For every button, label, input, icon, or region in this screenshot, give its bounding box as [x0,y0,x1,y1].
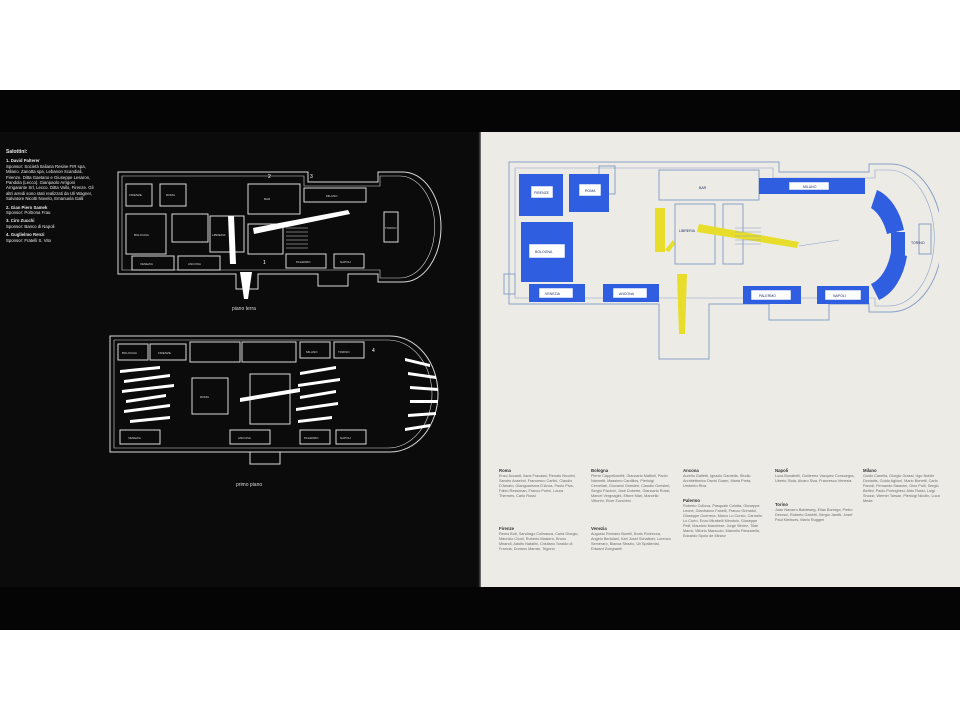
marker-number: 1 [263,260,266,266]
room-label: BOLOGNA [122,351,137,355]
room-label: NAPOLI [833,294,846,298]
room-label: FIRENZE [129,193,142,197]
marker-number: 3 [310,174,313,180]
room-label: NAPOLI [340,260,351,264]
room-label: FIRENZE [158,351,171,355]
room-label: PALERMO [296,260,311,264]
room-label: TORINO [911,241,925,245]
room-label: PALERMO [759,294,776,298]
room-label: LIBRERIA [679,229,696,233]
right-page: FIRENZE ROMA BAR MILANO BOLOGNA LIBRERIA… [481,132,960,587]
room-label: TORINO [385,226,397,230]
credits-heading: Salottini: [6,149,28,155]
room-label: BAR [699,186,707,190]
room-label: VENEZIA [140,262,153,266]
room-label: MILANO [306,350,318,354]
room-label: BAR [264,197,271,201]
room-label: ANCONA [188,262,201,266]
room-label: ANCONA [238,436,251,440]
room-label: VENEZIA [545,292,561,296]
marker-number: 2 [268,174,271,180]
room-label: VENEZIA [128,436,141,440]
room-label: BOLOGNA [535,250,553,254]
room-label: LIBRERIA [212,233,226,237]
room-label: ROMA [166,193,175,197]
room-label: FIRENZE [534,191,550,195]
ground-floor-plan-color: FIRENZE ROMA BAR MILANO BOLOGNA LIBRERIA… [503,161,939,360]
room-label: MILANO [326,194,338,198]
plan-caption-ground: piano terra [232,306,256,312]
plan-caption-first: primo piano [236,482,263,488]
first-floor-plan-dark: BOLOGNA FIRENZE MILANO TORINO ROMA VENEZ… [109,335,439,465]
room-label: ROMA [200,395,209,399]
room-label: TORINO [338,350,350,354]
room-label: BOLOGNA [134,233,149,237]
book-spine [478,132,482,587]
marker-number: 4 [372,348,375,354]
ground-floor-plan-dark: FIRENZE ROMA BAR MILANO BOLOGNA LIBRERIA… [117,171,442,299]
room-label: MILANO [803,185,817,189]
room-label: NAPOLI [340,436,351,440]
room-label: PALERMO [304,436,319,440]
room-label: ANCONA [619,292,635,296]
room-label: ROMA [585,189,596,193]
